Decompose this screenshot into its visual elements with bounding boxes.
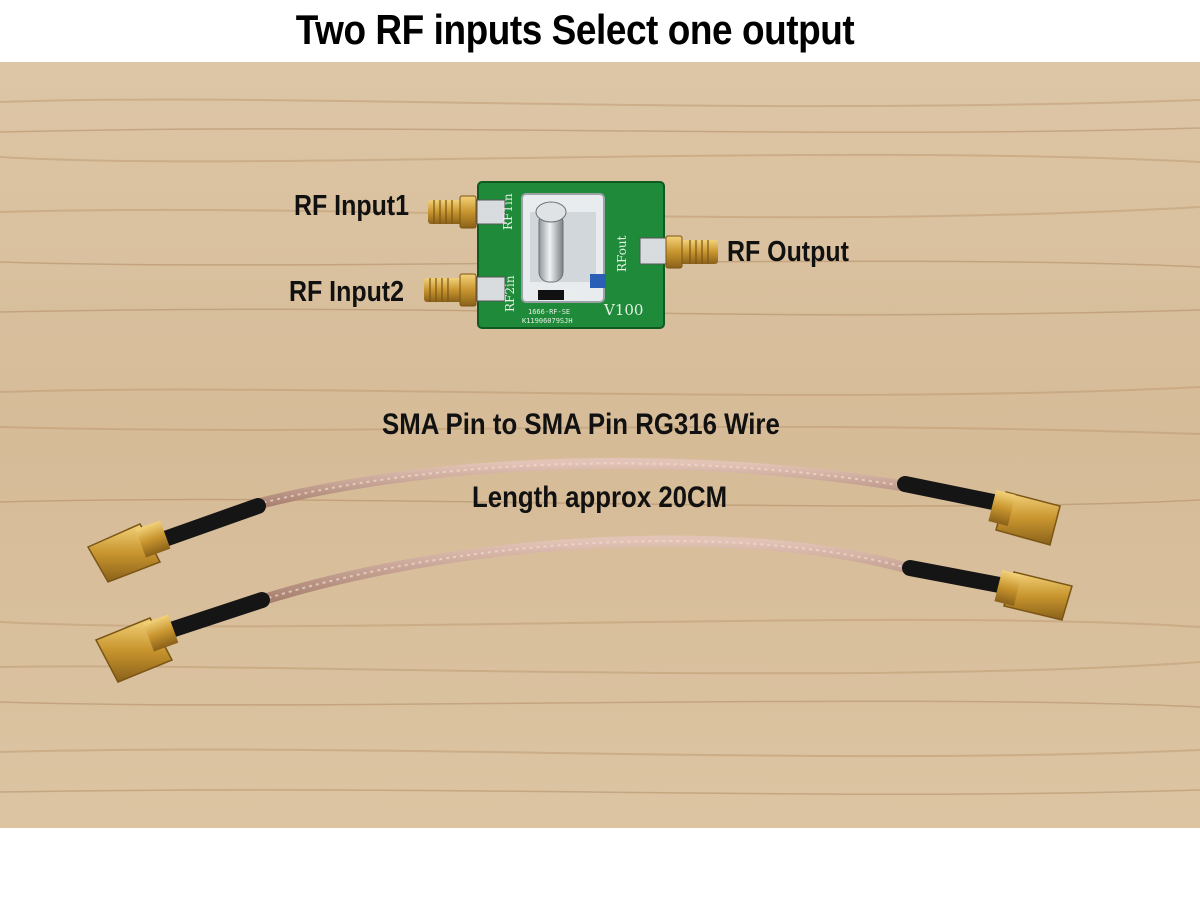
silk-r1: R1 xyxy=(568,290,583,303)
silk-rfout: RFout xyxy=(615,235,629,272)
sma-connector-input2 xyxy=(424,273,477,307)
silk-rf1in: RF1in xyxy=(501,193,515,230)
silk-version: V100 xyxy=(603,301,643,319)
sma-connector-output xyxy=(665,235,718,269)
cable-1-left-connector xyxy=(86,520,171,583)
silk-serial: K11906079SJH xyxy=(522,317,573,325)
silk-part: 1666-RF-SE xyxy=(528,308,570,316)
silk-rf2in: RF2in xyxy=(503,275,517,312)
product-photo: RF1in RF2in RFout R1 1666-RF-SE K1190607… xyxy=(0,62,1200,828)
cable-1-right-connector xyxy=(988,490,1061,546)
coax-cable-1 xyxy=(86,457,1061,583)
rf-output-label: RF Output xyxy=(727,236,849,268)
wood-grain-dark xyxy=(0,127,1200,796)
page-title: Two RF inputs Select one output xyxy=(295,6,855,53)
cable-length-label: Length approx 20CM xyxy=(472,481,728,514)
cable-2-left-connector xyxy=(94,614,179,683)
wood-background xyxy=(0,62,1200,828)
cable-description-label: SMA Pin to SMA Pin RG316 Wire xyxy=(382,408,780,441)
sma-connector-input1 xyxy=(428,195,477,229)
cable-2-right-connector xyxy=(994,570,1073,621)
rf-input1-label: RF Input1 xyxy=(294,190,409,222)
coax-cable-2 xyxy=(94,535,1073,683)
rf-input2-label: RF Input2 xyxy=(289,276,404,308)
rf-switch-board: RF1in RF2in RFout R1 1666-RF-SE K1190607… xyxy=(476,181,669,329)
